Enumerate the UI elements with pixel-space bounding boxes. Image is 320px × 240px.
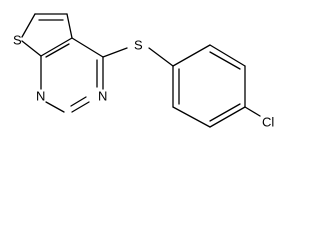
bond-c4-c5 [209, 106, 246, 128]
bond-n1-c2 [45, 101, 65, 113]
nitrogen-1-label: N [36, 89, 45, 104]
bond-c3-c4a [66, 13, 73, 39]
bond-c2-c3-inner [209, 51, 241, 70]
bond-c2-c3 [209, 44, 246, 67]
bond-c4-s [102, 47, 128, 58]
thiophene-sulfur-label: S [13, 33, 22, 48]
bond-c4-cl [244, 106, 261, 117]
bond-c2-n3-inner [70, 96, 87, 107]
thioether-sulfur-label: S [134, 38, 143, 53]
bond-c2-n3 [71, 101, 90, 113]
thioether-linker [102, 47, 174, 67]
bond-c4a-c7a-inner [45, 43, 70, 58]
bond-c4a-c7a [40, 37, 73, 57]
thiophene-ring [21, 13, 73, 57]
bond-c7a-s [21, 40, 42, 57]
chlorine-label: Cl [262, 115, 274, 130]
pyrimidine-ring [40, 37, 104, 113]
chlorophenyl-ring [172, 44, 261, 128]
bond-c4-c5-inner [209, 103, 241, 122]
molecule-structure: S N N S Cl [13, 13, 274, 130]
bond-c4-c4a [71, 37, 104, 58]
bond-c5-c6 [172, 106, 211, 128]
bond-s-c1prime [148, 47, 174, 67]
bond-c1-c2 [172, 44, 211, 67]
nitrogen-3-label: N [98, 89, 107, 104]
bond-s-c2 [21, 13, 36, 38]
